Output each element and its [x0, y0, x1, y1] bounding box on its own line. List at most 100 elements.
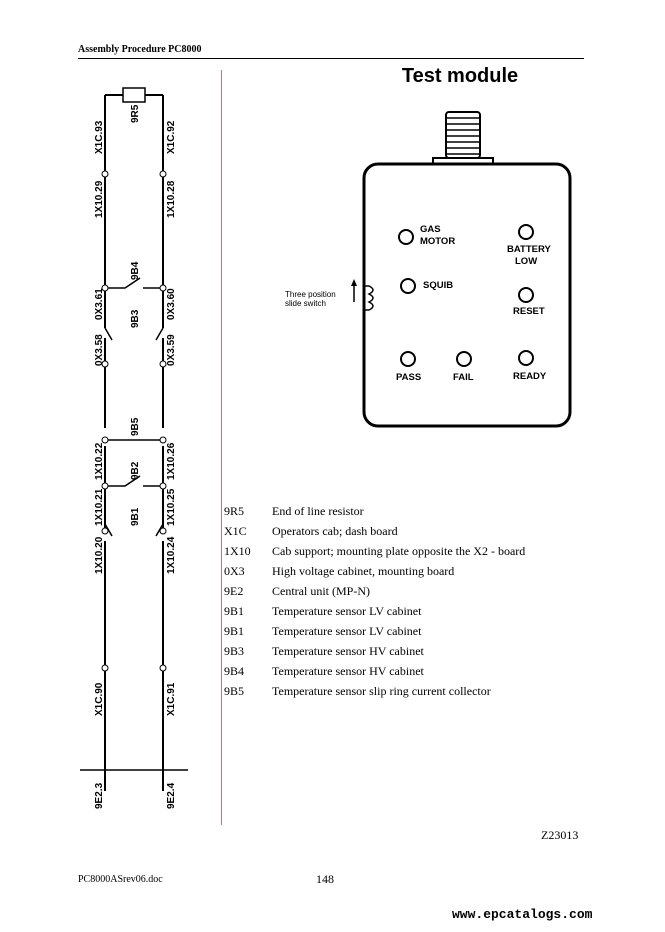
- test-module-diagram: GAS MOTOR BATTERY LOW SQUIB RESET PASS F…: [285, 111, 572, 428]
- label-x1c-92: X1C.92: [166, 120, 177, 154]
- label-1x10-26: 1X10.26: [166, 442, 177, 480]
- legend-desc: Central unit (MP-N): [272, 584, 370, 598]
- terminal-node: [159, 527, 167, 535]
- terminal-node: [101, 482, 109, 490]
- label-1x10-21: 1X10.21: [94, 488, 105, 526]
- led-gas-motor: [398, 229, 414, 245]
- legend-item: 9B1 Temperature sensor LV cabinet: [224, 603, 525, 623]
- legend-desc: Temperature sensor LV cabinet: [272, 604, 422, 618]
- resistor-9r5: [122, 87, 146, 103]
- label-switch-line1: Three position: [285, 290, 336, 299]
- legend-code: 9B5: [224, 684, 245, 698]
- figure-id: Z23013: [541, 828, 579, 842]
- header-rule: [78, 58, 584, 59]
- legend-code: 1X10: [224, 544, 251, 558]
- legend-code: 9B3: [224, 644, 245, 658]
- page-number: 148: [316, 872, 334, 886]
- label-x1c-93: X1C.93: [94, 120, 105, 154]
- label-9b3: 9B3: [130, 309, 141, 328]
- legend-desc: Temperature sensor LV cabinet: [272, 624, 422, 638]
- terminal-node: [101, 170, 109, 178]
- label-squib: SQUIB: [423, 280, 453, 291]
- terminal-node: [159, 436, 167, 444]
- led-battery-low: [518, 224, 534, 240]
- legend-code: 9B1: [224, 604, 245, 618]
- legend-desc: Temperature sensor HV cabinet: [272, 664, 424, 678]
- label-9e2-3: 9E2.3: [94, 782, 105, 809]
- terminal-node: [101, 527, 109, 535]
- led-pass: [400, 351, 416, 367]
- terminal-node: [101, 664, 109, 672]
- led-reset: [518, 287, 534, 303]
- label-battery: BATTERY: [507, 244, 551, 255]
- legend-code: 0X3: [224, 564, 245, 578]
- label-1x10-24: 1X10.24: [166, 536, 177, 574]
- label-1x10-20: 1X10.20: [94, 536, 105, 574]
- label-ready: READY: [513, 371, 547, 382]
- label-0x3-58: 0X3.58: [94, 334, 105, 366]
- switch-9b3-left: [104, 308, 113, 352]
- terminal-node: [101, 284, 109, 292]
- legend-desc: High voltage cabinet, mounting board: [272, 564, 455, 578]
- label-9r5: 9R5: [130, 104, 141, 123]
- label-fail: FAIL: [453, 372, 474, 383]
- terminal-node: [159, 482, 167, 490]
- legend-code: 9B4: [224, 664, 245, 678]
- module-housing: [362, 162, 572, 428]
- switch-arrow-head: [351, 279, 357, 286]
- label-9b1: 9B1: [130, 507, 141, 526]
- switch-9b1: [104, 523, 164, 537]
- label-0x3-59: 0X3.59: [166, 334, 177, 366]
- slide-switch: [364, 285, 374, 311]
- label-1x10-29: 1X10.29: [94, 180, 105, 218]
- label-x1c-91: X1C.91: [166, 682, 177, 716]
- terminal-node: [159, 664, 167, 672]
- legend-item: 9B3 Temperature sensor HV cabinet: [224, 643, 525, 663]
- legend-desc: Cab support; mounting plate opposite the…: [272, 544, 526, 558]
- watermark: www.epcatalogs.com: [452, 907, 593, 922]
- label-0x3-60: 0X3.60: [166, 288, 177, 320]
- footer-filename: PC8000ASrev06.doc: [78, 874, 163, 885]
- legend-desc: Operators cab; dash board: [272, 524, 398, 538]
- led-squib: [400, 278, 416, 294]
- terminal-node: [159, 170, 167, 178]
- legend-item: 9R5 End of line resistor: [224, 503, 525, 523]
- terminal-node: [159, 360, 167, 368]
- label-pass: PASS: [396, 372, 421, 383]
- test-module-title: Test module: [401, 65, 519, 87]
- label-1x10-28: 1X10.28: [166, 180, 177, 218]
- label-low: LOW: [515, 256, 537, 267]
- label-1x10-25: 1X10.25: [166, 488, 177, 526]
- terminal-node: [159, 284, 167, 292]
- connector-thread: [445, 111, 481, 159]
- legend-code: 9R5: [224, 504, 245, 518]
- header-title: Assembly Procedure PC8000: [78, 44, 202, 55]
- label-9b2: 9B2: [130, 461, 141, 480]
- label-9b5: 9B5: [130, 417, 141, 436]
- label-x1c-90: X1C.90: [94, 682, 105, 716]
- legend-item: 9B4 Temperature sensor HV cabinet: [224, 663, 525, 683]
- legend-desc: Temperature sensor HV cabinet: [272, 644, 424, 658]
- legend-item: X1C Operators cab; dash board: [224, 523, 525, 543]
- label-motor: MOTOR: [420, 236, 455, 247]
- legend-item: 1X10 Cab support; mounting plate opposite…: [224, 543, 525, 563]
- legend-code: X1C: [224, 524, 247, 538]
- label-9e2-4: 9E2.4: [166, 782, 177, 809]
- label-0x3-61: 0X3.61: [94, 288, 105, 320]
- column-divider: [221, 70, 222, 825]
- terminal-node: [101, 436, 109, 444]
- legend-code: 9B1: [224, 624, 245, 638]
- label-switch-line2: slide switch: [285, 299, 326, 308]
- label-gas: GAS: [420, 224, 441, 235]
- legend-item: 0X3 High voltage cabinet, mounting board: [224, 563, 525, 583]
- legend-desc: End of line resistor: [272, 504, 364, 518]
- terminal-node: [101, 360, 109, 368]
- legend-item: 9B1 Temperature sensor LV cabinet: [224, 623, 525, 643]
- label-reset: RESET: [513, 306, 545, 317]
- connector-thread-lines: [446, 117, 480, 155]
- switch-9b3-right: [155, 308, 164, 352]
- label-9b4: 9B4: [130, 261, 141, 280]
- label-1x10-22: 1X10.22: [94, 442, 105, 480]
